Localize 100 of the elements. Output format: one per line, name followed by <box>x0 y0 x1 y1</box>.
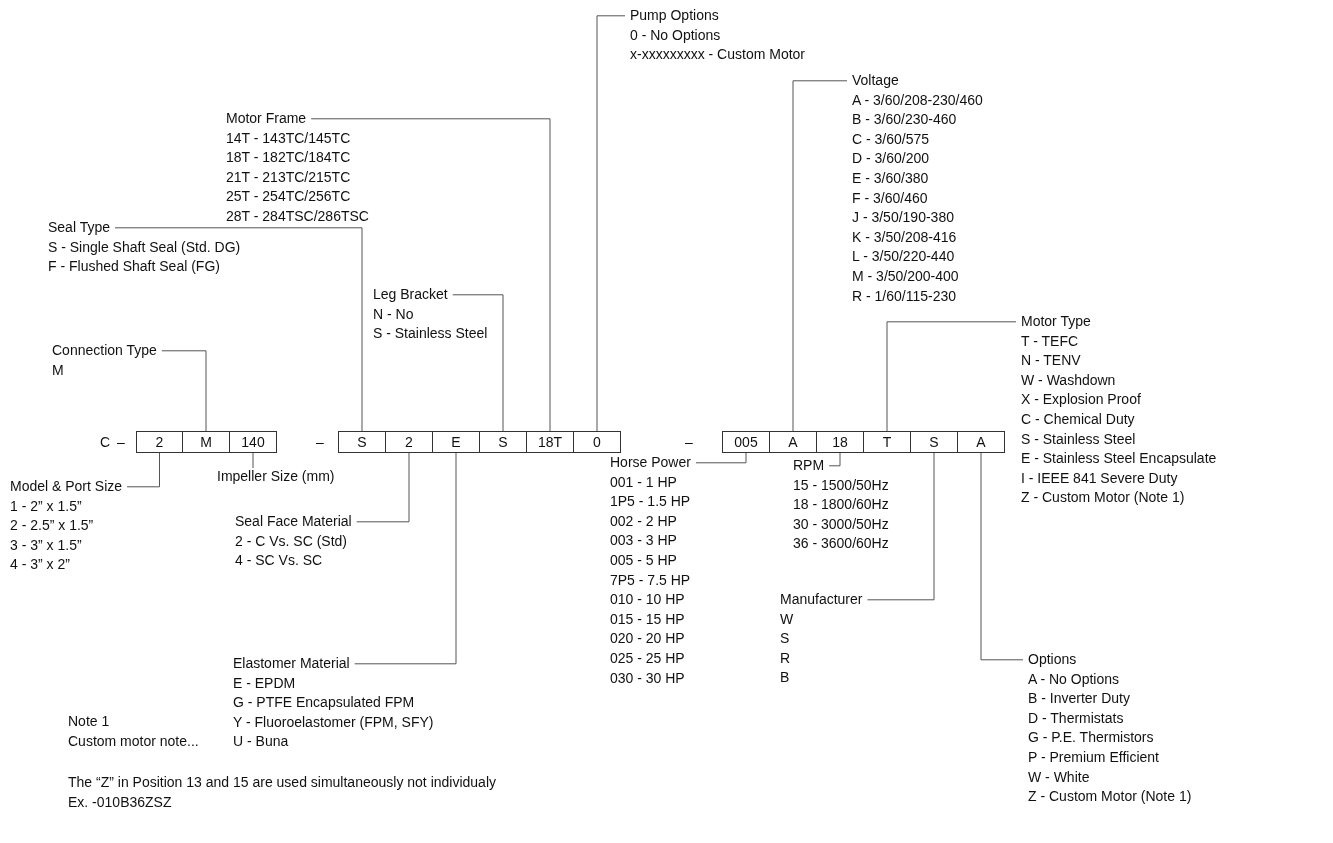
code-box: S <box>479 431 527 453</box>
option-text: 2 - 2.5” x 1.5” <box>10 516 94 536</box>
option-text: E - 3/60/380 <box>852 168 929 188</box>
code-box: A <box>769 431 817 453</box>
option-text: B - 3/60/230-460 <box>852 110 957 130</box>
option-text: 2 - C Vs. SC (Std) <box>235 531 348 551</box>
option-text: B - Inverter Duty <box>1028 689 1130 709</box>
leader-line <box>452 294 504 432</box>
leader-line <box>828 452 841 467</box>
option-text: 002 - 2 HP <box>610 511 677 531</box>
option-text: X - Explosion Proof <box>1021 390 1141 410</box>
option-text: W <box>780 609 794 629</box>
option-text: 0 - No Options <box>630 25 721 45</box>
option-text: Y - Fluoroelastomer (FPM, SFY) <box>233 712 434 732</box>
option-text: S - Single Shaft Seal (Std. DG) <box>48 237 241 257</box>
code-box: 18 <box>816 431 864 453</box>
field-heading: Seal Face Material <box>235 512 352 531</box>
separator-dash: – <box>685 433 693 452</box>
option-text: R - 1/60/115-230 <box>852 286 957 306</box>
field-heading: RPM <box>793 456 825 475</box>
option-text: 010 - 10 HP <box>610 590 685 610</box>
option-text: D - 3/60/200 <box>852 149 930 169</box>
option-text: U - Buna <box>233 732 289 752</box>
code-box: 2 <box>385 431 433 453</box>
option-text: S - Stainless Steel <box>1021 429 1136 449</box>
option-text: G - PTFE Encapsulated FPM <box>233 693 415 713</box>
option-text: E - EPDM <box>233 673 296 693</box>
separator-dash: – <box>316 433 324 452</box>
option-text: W - Washdown <box>1021 370 1116 390</box>
option-text: 30 - 3000/50Hz <box>793 514 889 534</box>
code-box: S <box>910 431 958 453</box>
option-text: 36 - 3600/60Hz <box>793 534 889 554</box>
option-text: A - No Options <box>1028 669 1120 689</box>
option-text: 030 - 30 HP <box>610 668 685 688</box>
option-text: L - 3/50/220-440 <box>852 247 955 267</box>
option-text: T - TEFC <box>1021 331 1079 351</box>
field-heading: Voltage <box>852 71 899 90</box>
field-heading: Impeller Size (mm) <box>217 467 335 486</box>
option-text: D - Thermistats <box>1028 708 1124 728</box>
option-text: N - TENV <box>1021 351 1081 371</box>
leader-line <box>867 452 935 601</box>
option-text: Z - Custom Motor (Note 1) <box>1021 488 1185 508</box>
option-text: W - White <box>1028 767 1090 787</box>
option-text: S <box>780 629 790 649</box>
option-text: G - P.E. Thermistors <box>1028 728 1154 748</box>
option-text: 1P5 - 1.5 HP <box>610 492 691 512</box>
code-box: 2 <box>136 431 183 453</box>
note-text: Custom motor note... <box>68 732 199 751</box>
option-text: M - 3/50/200-400 <box>852 266 959 286</box>
option-text: 14T - 143TC/145TC <box>226 128 351 148</box>
option-text: 25T - 254TC/256TC <box>226 187 351 207</box>
leader-line <box>792 80 848 432</box>
leader-line <box>354 452 457 665</box>
option-text: x-xxxxxxxxx - Custom Motor <box>630 45 805 65</box>
option-text: 3 - 3” x 1.5” <box>10 535 82 555</box>
leader-line <box>695 452 747 464</box>
option-text: 003 - 3 HP <box>610 531 677 551</box>
option-text: 1 - 2” x 1.5” <box>10 496 82 516</box>
option-text: M <box>52 360 64 380</box>
option-text: C - 3/60/575 <box>852 129 930 149</box>
option-text: S - Stainless Steel <box>373 324 488 344</box>
option-text: B <box>780 668 790 688</box>
leader-line <box>980 452 1024 661</box>
leader-line <box>126 452 160 488</box>
field-heading: Elastomer Material <box>233 654 350 673</box>
leader-line <box>356 452 410 523</box>
separator-dash: – <box>117 433 125 452</box>
option-text: C - Chemical Duty <box>1021 409 1135 429</box>
option-text: 001 - 1 HP <box>610 472 677 492</box>
option-text: P - Premium Efficient <box>1028 747 1159 767</box>
leader-line <box>310 118 551 432</box>
field-heading: Pump Options <box>630 6 719 25</box>
option-text: 015 - 15 HP <box>610 609 685 629</box>
note-heading: Note 1 <box>68 712 110 731</box>
code-box: M <box>182 431 230 453</box>
code-box: S <box>338 431 386 453</box>
field-heading: Manufacturer <box>780 590 863 609</box>
option-text: 005 - 5 HP <box>610 550 677 570</box>
option-text: K - 3/50/208-416 <box>852 227 957 247</box>
code-box: 005 <box>722 431 770 453</box>
option-text: Z - Custom Motor (Note 1) <box>1028 787 1192 807</box>
option-text: I - IEEE 841 Severe Duty <box>1021 468 1178 488</box>
field-heading: Options <box>1028 650 1077 669</box>
code-box: E <box>432 431 480 453</box>
leader-line <box>252 452 254 469</box>
option-text: 4 - SC Vs. SC <box>235 551 323 571</box>
option-text: 7P5 - 7.5 HP <box>610 570 691 590</box>
option-text: J - 3/50/190-380 <box>852 208 954 228</box>
option-text: F - 3/60/460 <box>852 188 928 208</box>
leader-line <box>886 321 1017 432</box>
leader-line <box>161 350 207 432</box>
field-heading: Model & Port Size <box>10 477 123 496</box>
field-heading: Motor Type <box>1021 312 1091 331</box>
option-text: 025 - 25 HP <box>610 648 685 668</box>
field-heading: Leg Bracket <box>373 285 448 304</box>
code-box: 18T <box>526 431 574 453</box>
field-heading: Motor Frame <box>226 109 307 128</box>
option-text: 28T - 284TSC/286TSC <box>226 206 369 226</box>
code-letter: C <box>100 433 111 452</box>
option-text: F - Flushed Shaft Seal (FG) <box>48 257 220 277</box>
